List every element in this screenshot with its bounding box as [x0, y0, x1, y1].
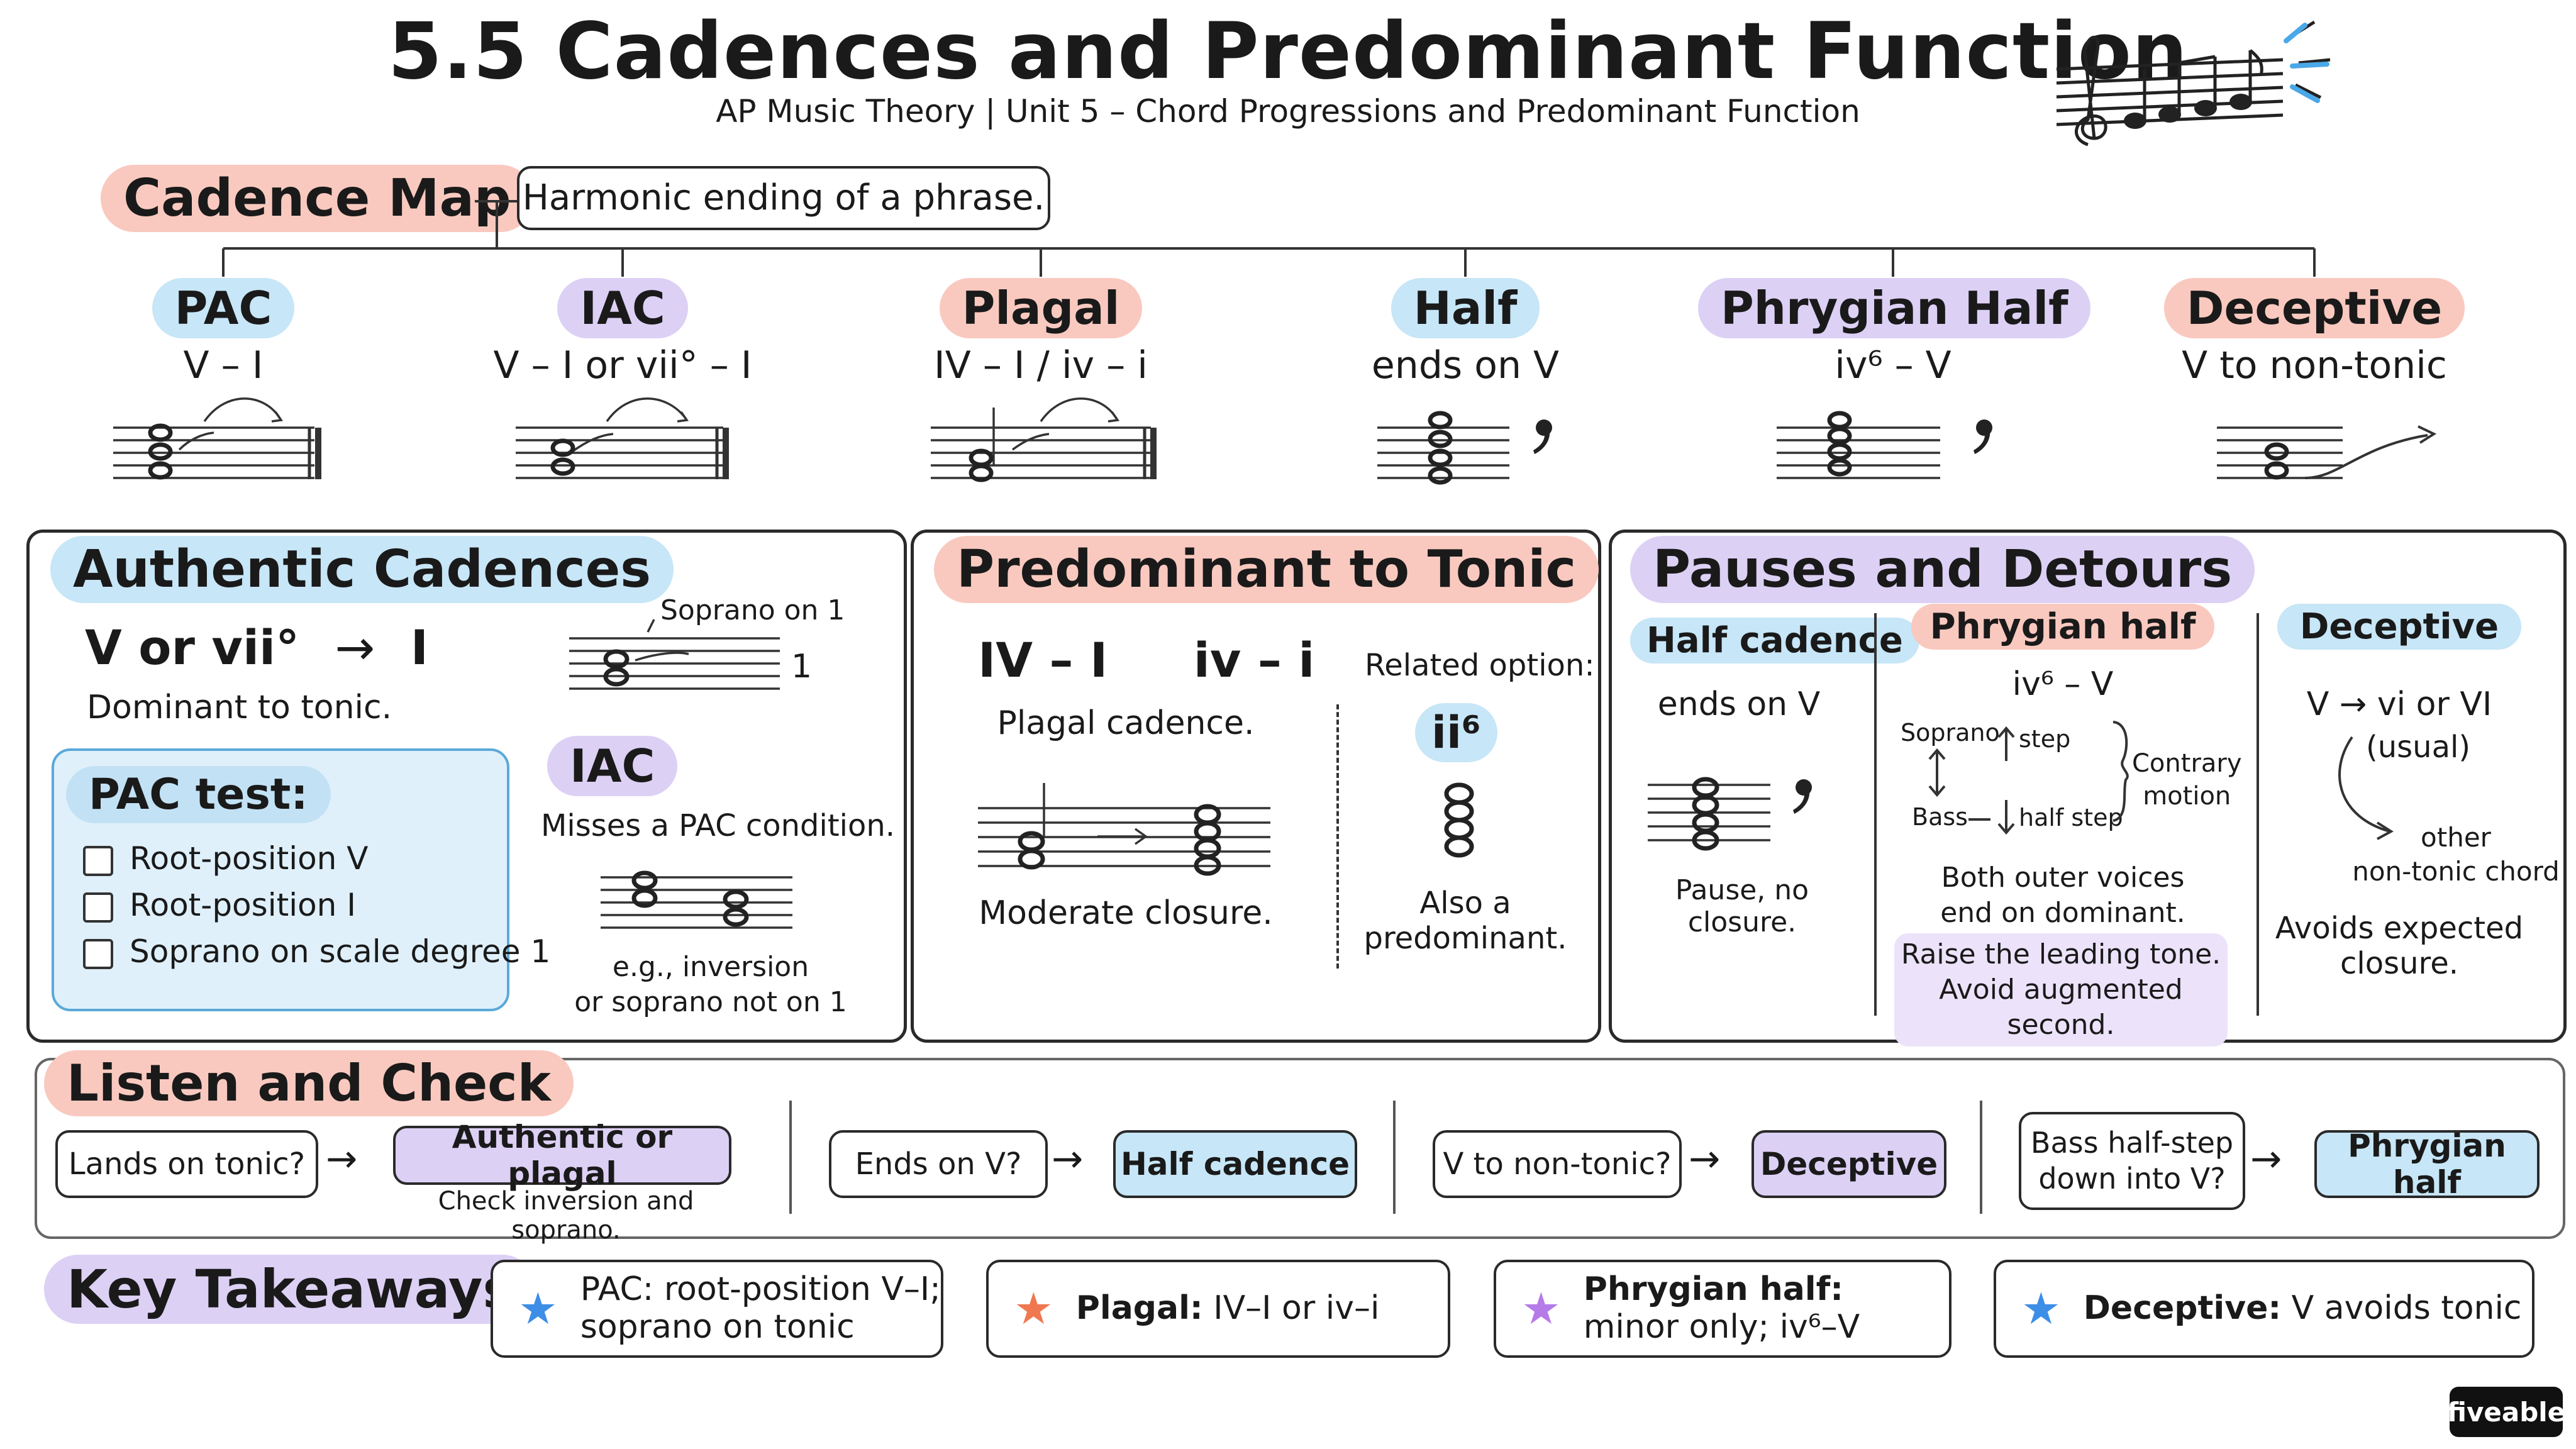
checkbox-icon[interactable] — [83, 892, 113, 923]
phrygian-note: Raise the leading tone. Avoid augmented … — [1894, 933, 2228, 1046]
predominant-divider — [1336, 704, 1339, 969]
deceptive-note: Avoids expected closure. — [2275, 911, 2524, 981]
answer-phrygian-half: Phrygian half — [2314, 1128, 2540, 1201]
music-notes-icon — [2056, 20, 2331, 147]
answer-deceptive: Deceptive — [1752, 1130, 1946, 1198]
checkbox-icon[interactable] — [83, 938, 113, 969]
star-icon: ★ — [1014, 1282, 1053, 1335]
soprano-voice-label: Soprano — [1901, 719, 2000, 747]
star-icon: ★ — [518, 1282, 558, 1335]
deceptive-title: Deceptive — [2264, 604, 2534, 650]
arrow-icon: → — [326, 1137, 358, 1181]
cadence-half: Half ends on V — [1277, 278, 1654, 387]
predominant-title: Predominant to Tonic — [934, 536, 1599, 603]
related-description: Also a predominant. — [1363, 886, 1567, 956]
iac-description: Misses a PAC condition. — [541, 808, 896, 843]
half-cadence-note: Pause, no closure. — [1675, 874, 1809, 938]
contrary-motion-label: Contrary motion — [2132, 749, 2242, 811]
pac-test-title: PAC test: — [66, 766, 331, 823]
deceptive-other: other non-tonic chord — [2352, 822, 2560, 887]
check-ends-on-v: Ends on V? — [829, 1130, 1048, 1198]
pauses-title: Pauses and Detours — [1630, 536, 2255, 603]
moderate-closure-label: Moderate closure. — [979, 894, 1273, 932]
pac-test-item[interactable]: Root-position I — [83, 882, 550, 928]
cadence-iac: IAC V – I or vii° – I — [434, 278, 811, 387]
half-cadence-staff — [1648, 777, 1812, 851]
half-cadence-title: Half cadence — [1630, 618, 1919, 663]
cadence-plagal: Plagal IV – I / iv – i — [852, 278, 1230, 387]
answer-half-cadence: Half cadence — [1113, 1130, 1357, 1198]
page-subtitle: AP Music Theory | Unit 5 – Chord Progres… — [716, 93, 1860, 130]
check-lands-on-tonic: Lands on tonic? — [55, 1130, 318, 1198]
star-icon: ★ — [2021, 1282, 2061, 1335]
pauses-divider-1 — [1874, 613, 1877, 1016]
deceptive-formula: V → vi or VI — [2306, 686, 2492, 723]
deceptive-arrow — [2338, 736, 2394, 840]
answer-authentic-plagal: Authentic or plagal — [393, 1119, 731, 1192]
iac-example: e.g., inversion or soprano not on 1 — [574, 951, 847, 1018]
cadence-phrygian-half: Phrygian Half iv⁶ – V — [1698, 278, 2091, 387]
listen-divider-1 — [789, 1101, 792, 1214]
listen-divider-3 — [1980, 1101, 1982, 1214]
arrow-icon: → — [2250, 1137, 2282, 1181]
half-step-label: half step — [2019, 804, 2123, 831]
half-cadence-desc: ends on V — [1657, 686, 1821, 723]
listen-check-title: Listen and Check — [44, 1050, 574, 1116]
step-label: step — [2019, 725, 2071, 753]
cadence-pac: PAC V – I — [97, 278, 349, 387]
authentic-title: Authentic Cadences — [50, 536, 674, 603]
takeaway-plagal: ★ Plagal: IV–I or iv–i — [986, 1260, 1450, 1358]
pac-test-item[interactable]: Soprano on scale degree 1 — [83, 928, 550, 975]
checkbox-icon[interactable] — [83, 845, 113, 876]
soprano-number: 1 — [791, 648, 813, 686]
voice-motion-arrows — [1928, 721, 2129, 835]
phrygian-formula: iv⁶ – V — [2012, 665, 2114, 703]
check-v-to-non-tonic: V to non-tonic? — [1433, 1130, 1682, 1198]
star-icon: ★ — [1521, 1282, 1561, 1335]
takeaway-phrygian: ★ Phrygian half: minor only; iv⁶–V — [1494, 1260, 1951, 1358]
related-chord: ii⁶ — [1415, 703, 1497, 762]
authentic-staff — [569, 619, 792, 929]
answer-authentic-note: Check inversion and soprano. — [438, 1187, 694, 1245]
cadence-map-tree — [222, 200, 2316, 277]
authentic-formula: V or vii° → I — [85, 619, 428, 675]
brand-logo: fiveable — [2447, 1387, 2565, 1437]
predominant-formulas: IV – I iv – i — [978, 632, 1315, 688]
cadence-definition: Harmonic ending of a phrase. — [517, 166, 1050, 230]
predominant-panel — [911, 530, 1601, 1043]
takeaway-pac: ★ PAC: root-position V–I; soprano on ton… — [491, 1260, 943, 1358]
deceptive-usual: (usual) — [2366, 730, 2471, 765]
cadence-map-title: Cadence Map — [101, 165, 534, 232]
staff-snippets — [113, 397, 2437, 485]
phrygian-description: Both outer voices end on dominant. — [1940, 862, 2185, 929]
pauses-divider-2 — [2257, 613, 2259, 1016]
listen-divider-2 — [1393, 1101, 1396, 1214]
bass-voice-label: Bass — [1912, 803, 1968, 831]
key-takeaways-title: Key Takeaways — [44, 1255, 537, 1324]
cadence-deceptive: Deceptive V to non-tonic — [2126, 278, 2503, 387]
plagal-cadence-label: Plagal cadence. — [997, 704, 1255, 742]
page-title: 5.5 Cadences and Predominant Function — [387, 6, 2189, 97]
predominant-staff — [978, 782, 1474, 876]
pac-test-item[interactable]: Root-position V — [83, 835, 550, 882]
iac-title: IAC — [547, 736, 678, 796]
related-option-label: Related option: — [1365, 648, 1595, 683]
soprano-label: Soprano on 1 — [660, 594, 845, 626]
takeaway-deceptive: ★ Deceptive: V avoids tonic — [1994, 1260, 2534, 1358]
phrygian-half-title: Phrygian half — [1887, 604, 2239, 650]
check-bass-half-step: Bass half-step down into V? — [2019, 1112, 2245, 1210]
arrow-icon: → — [1689, 1137, 1721, 1181]
arrow-icon: → — [1052, 1137, 1084, 1181]
pac-test-list: Root-position V Root-position I Soprano … — [83, 835, 550, 975]
authentic-description: Dominant to tonic. — [87, 689, 392, 726]
